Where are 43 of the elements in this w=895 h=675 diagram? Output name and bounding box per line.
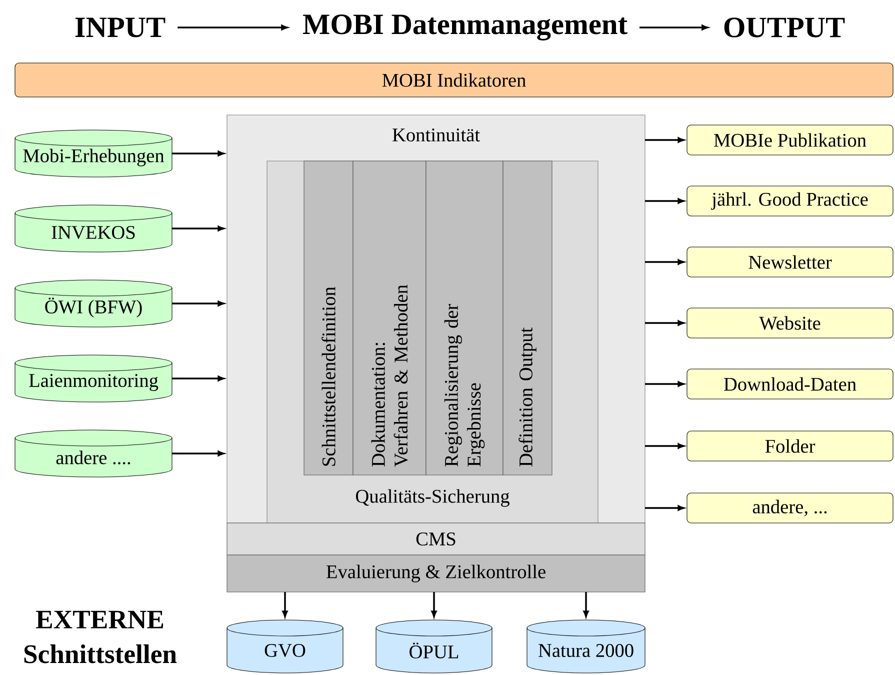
output-box: Download-Daten (686, 368, 894, 400)
arrow (172, 376, 224, 382)
arrow (645, 259, 684, 265)
output-box: Website (686, 308, 894, 338)
arrow (645, 320, 684, 326)
database-cylinder: ÖWI (BFW) (14, 280, 172, 328)
column-box: Definition Output (502, 160, 552, 476)
output-box: Folder (686, 430, 894, 462)
arrow (583, 592, 589, 618)
arrow (645, 381, 684, 387)
output-box: jährl. Good Practice (686, 186, 894, 216)
arrow (172, 150, 224, 156)
evaluation-bar: Evaluierung & Zielkontrolle (226, 554, 646, 592)
arrow (645, 198, 684, 204)
arrow (172, 226, 224, 232)
arrow (645, 137, 684, 143)
database-cylinder: Mobi-Erhebungen (14, 130, 172, 178)
arrow (281, 24, 288, 30)
database-cylinder: Natura 2000 (526, 620, 646, 674)
database-cylinder: ÖPUL (376, 620, 492, 674)
database-cylinder: GVO (226, 620, 344, 674)
arrow (645, 443, 684, 449)
arrow (431, 592, 437, 618)
cms-bar: CMS (226, 522, 646, 556)
heading-text: INPUT (75, 18, 166, 38)
indicator-band: MOBI Indikatoren (14, 62, 894, 98)
arrow (282, 592, 288, 618)
arrow (702, 24, 708, 30)
arrow (645, 505, 684, 511)
database-cylinder: andere .... (14, 430, 172, 478)
section-heading: EXTERNE Schnittstellen (24, 610, 177, 664)
heading-text: OUTPUT (724, 18, 845, 38)
column-box: Schnittstellendefinition (304, 160, 354, 476)
column-box: Regionalisierung der Ergebnisse (426, 160, 504, 476)
output-box: Newsletter (686, 246, 894, 278)
arrow (172, 300, 224, 306)
column-box: Dokumentation: Verfahren & Methoden (352, 160, 426, 476)
output-box: andere, ... (686, 492, 894, 524)
arrow (172, 450, 224, 456)
heading-text: MOBI Datenmanagement (302, 14, 628, 40)
database-cylinder: INVEKOS (14, 204, 172, 252)
database-cylinder: Laienmonitoring (14, 354, 172, 402)
output-box: MOBIe Publikation (686, 124, 894, 156)
